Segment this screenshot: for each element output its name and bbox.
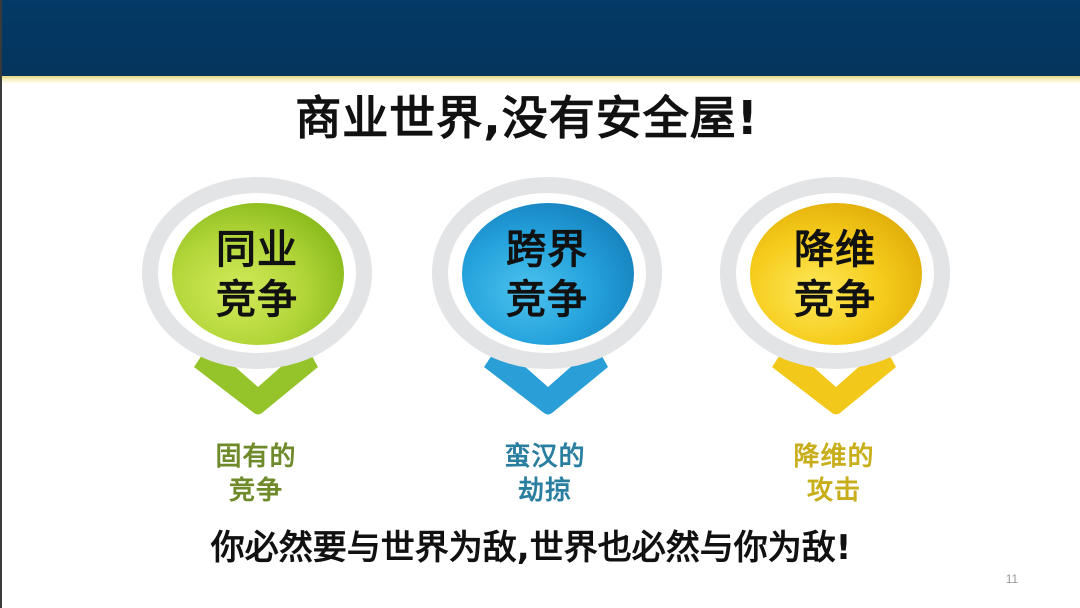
pin-dimension-reduction: 降维 竞争 [720,177,950,417]
map-pin-icon [432,177,662,415]
pin-caption-barbarian-plunder: 蛮汉的 劫掠 [504,442,586,506]
slide-title: 商业世界,没有安全屋! [295,91,759,145]
pin-title: 同业 竞争 [216,227,298,323]
map-pin-icon [142,177,372,415]
pin-caption-inherent-competition: 固有的 竞争 [215,442,297,506]
pin-cross-industry: 跨界 竞争 [432,177,662,417]
pin-caption-dimension-attack: 降维的 攻击 [793,442,875,506]
pin-title: 降维 竞争 [794,227,876,323]
page-number: 11 [1005,572,1019,586]
header-band [2,0,1080,76]
pin-title: 跨界 竞争 [506,227,588,323]
pin-same-industry: 同业 竞争 [142,177,372,417]
map-pin-icon [720,177,950,415]
header-divider [2,76,1080,84]
closing-statement: 你必然要与世界为敌,世界也必然与你为敌! [210,528,852,568]
